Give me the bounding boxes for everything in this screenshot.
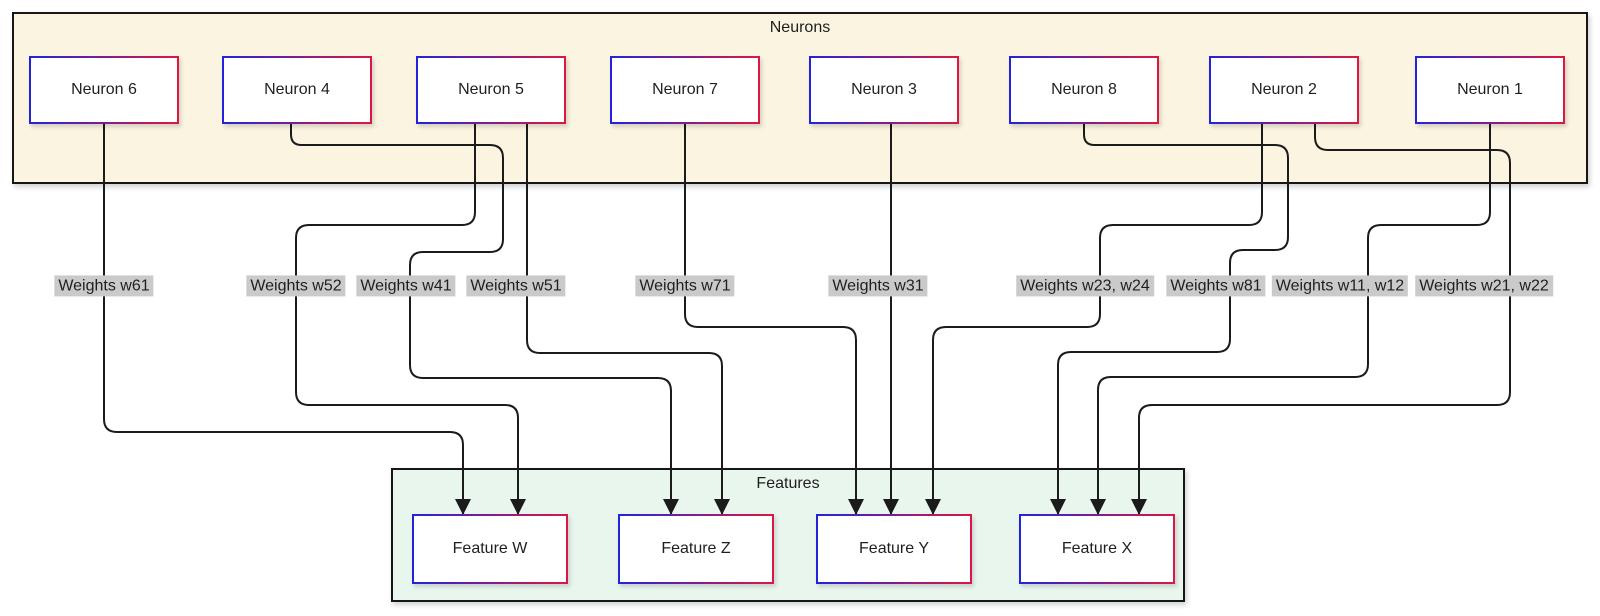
edge-label-weights-w81: Weights w81 xyxy=(1166,275,1266,297)
edge-neuron-7-to-feature-y xyxy=(684,124,864,515)
edge-label-weights-w52: Weights w52 xyxy=(246,275,346,297)
node-neuron-7: Neuron 7 xyxy=(610,56,760,124)
node-neuron-2: Neuron 2 xyxy=(1209,56,1359,124)
edge-neuron-8-to-feature-x xyxy=(1050,124,1289,515)
edge-label-weights-w71: Weights w71 xyxy=(635,275,735,297)
edge-label-weights-w11-w12: Weights w11, w12 xyxy=(1271,275,1409,297)
edge-neuron-4-to-feature-z xyxy=(290,124,679,515)
node-feature-w: Feature W xyxy=(412,514,568,584)
node-feature-x: Feature X xyxy=(1019,514,1175,584)
edge-label-weights-w21-w22: Weights w21, w22 xyxy=(1415,275,1553,297)
node-neuron-3: Neuron 3 xyxy=(809,56,959,124)
node-feature-z: Feature Z xyxy=(618,514,774,584)
edge-label-weights-w23-w24: Weights w23, w24 xyxy=(1016,275,1154,297)
edge-neuron-1-to-feature-x xyxy=(1090,124,1491,515)
node-neuron-6: Neuron 6 xyxy=(29,56,179,124)
node-neuron-5: Neuron 5 xyxy=(416,56,566,124)
edge-neuron-5-to-feature-z xyxy=(526,124,730,515)
edge-label-weights-w51: Weights w51 xyxy=(466,275,566,297)
edge-label-weights-w61: Weights w61 xyxy=(54,275,154,297)
node-feature-y: Feature Y xyxy=(816,514,972,584)
edge-label-weights-w41: Weights w41 xyxy=(356,275,456,297)
node-neuron-4: Neuron 4 xyxy=(222,56,372,124)
edge-neuron-5-to-feature-w xyxy=(295,124,526,515)
features-subgraph-title: Features xyxy=(756,475,820,492)
edge-neuron-2-to-feature-x xyxy=(1131,124,1511,515)
node-neuron-1: Neuron 1 xyxy=(1415,56,1565,124)
edge-neuron-6-to-feature-w xyxy=(103,124,471,515)
neurons-subgraph-title: Neurons xyxy=(769,19,831,36)
node-neuron-8: Neuron 8 xyxy=(1009,56,1159,124)
edge-label-weights-w31: Weights w31 xyxy=(828,275,928,297)
